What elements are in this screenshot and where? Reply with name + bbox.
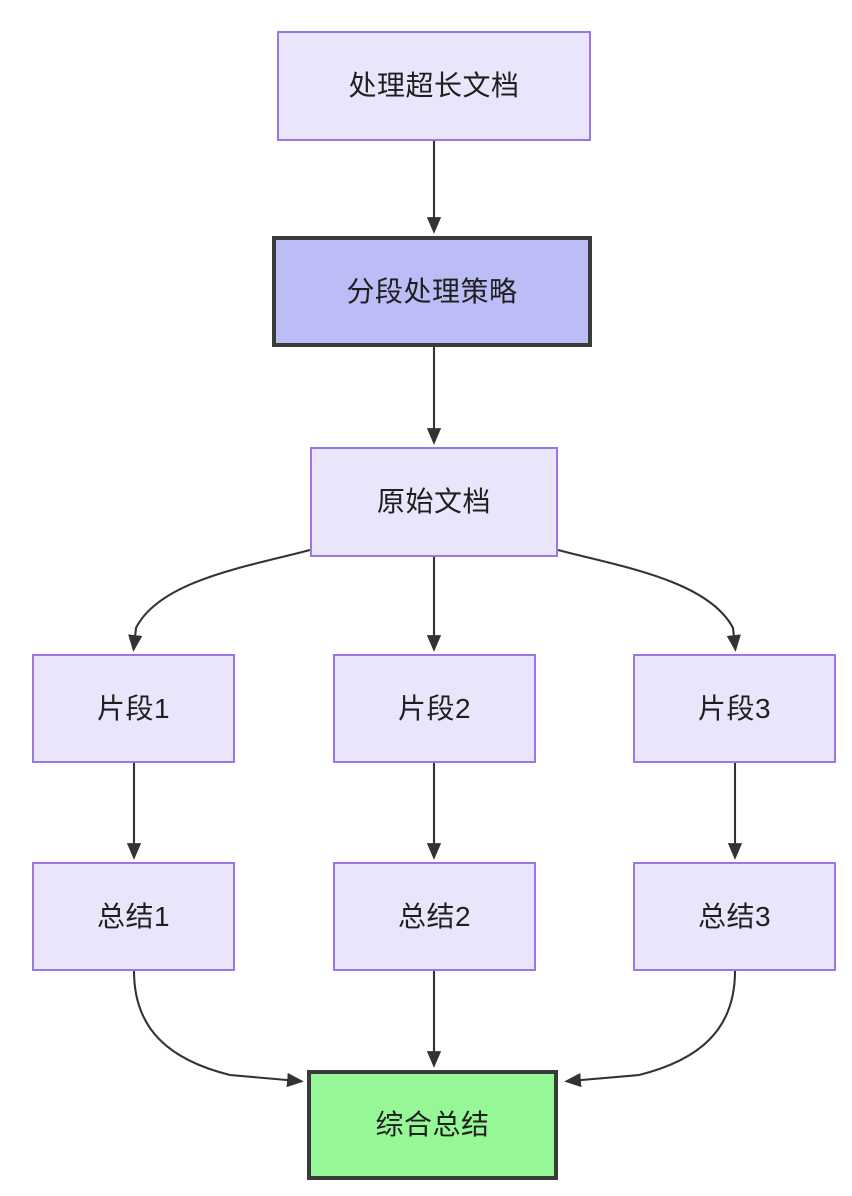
- edge-n3-n4: [128, 548, 311, 652]
- node-label: 总结3: [697, 900, 772, 932]
- node-label: 片段1: [96, 692, 171, 724]
- node-process-long-document[interactable]: 处理超长文档: [277, 31, 591, 141]
- node-segment-1[interactable]: 片段1: [32, 654, 235, 763]
- edge-n7-n10: [132, 970, 304, 1088]
- node-summary-3[interactable]: 总结3: [633, 862, 836, 971]
- node-original-document[interactable]: 原始文档: [310, 447, 558, 557]
- node-label: 片段3: [697, 692, 772, 724]
- node-segment-2[interactable]: 片段2: [333, 654, 536, 763]
- node-label: 分段处理策略: [346, 275, 518, 307]
- node-label: 片段2: [397, 692, 472, 724]
- node-segment-3[interactable]: 片段3: [633, 654, 836, 763]
- node-final-summary[interactable]: 综合总结: [307, 1070, 558, 1180]
- node-label: 综合总结: [375, 1109, 490, 1141]
- node-chunking-strategy[interactable]: 分段处理策略: [272, 236, 592, 347]
- node-summary-1[interactable]: 总结1: [32, 862, 235, 971]
- edge-n3-n6: [557, 548, 741, 652]
- node-label: 总结1: [96, 900, 171, 932]
- node-label: 处理超长文档: [348, 70, 520, 102]
- node-label: 总结2: [397, 900, 472, 932]
- node-summary-2[interactable]: 总结2: [333, 862, 536, 971]
- edge-n9-n10: [564, 970, 737, 1088]
- node-label: 原始文档: [376, 486, 491, 518]
